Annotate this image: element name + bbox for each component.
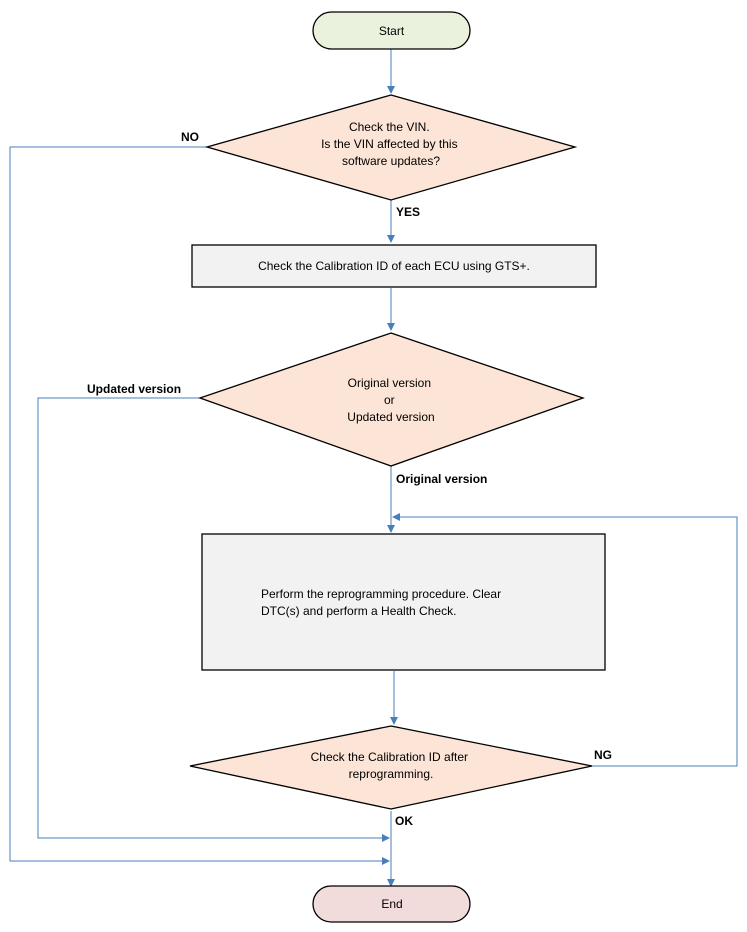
decision-check-after-reprogramming: Check the Calibration ID after reprogram…	[189, 725, 593, 810]
decision-check-after-line-2: reprogramming.	[349, 767, 434, 781]
decision-vin-line-3: software updates?	[342, 154, 440, 168]
decision-version: Original version or Updated version	[198, 332, 585, 467]
process-check-calibration-id: Check the Calibration ID of each ECU usi…	[191, 244, 597, 288]
decision-version-line-1: Original version	[348, 376, 431, 390]
edge-check-ng	[392, 513, 738, 767]
process-reprogramming: Perform the reprogramming procedure. Cle…	[201, 533, 606, 671]
edge-label-no: NO	[181, 130, 199, 144]
decision-vin: Check the VIN. Is the VIN affected by th…	[204, 94, 578, 201]
process-reprogramming-line-2: DTC(s) and perform a Health Check.	[261, 604, 456, 618]
edge-label-yes: YES	[396, 205, 420, 219]
process-reprogramming-text: Perform the reprogramming procedure. Cle…	[261, 587, 504, 618]
process-reprogramming-line-1: Perform the reprogramming procedure. Cle…	[261, 587, 501, 601]
edge-version-updated	[37, 397, 390, 842]
decision-check-after-line-1: Check the Calibration ID after	[311, 750, 468, 764]
decision-version-line-2: or	[384, 393, 395, 407]
end-node: End	[312, 885, 471, 923]
decision-version-line-3: Updated version	[347, 410, 434, 424]
decision-vin-line-1: Check the VIN.	[349, 120, 430, 134]
decision-version-text: Original version or Updated version	[347, 376, 434, 424]
edge-vin-no	[9, 146, 390, 865]
decision-vin-line-2: Is the VIN affected by this	[321, 137, 458, 151]
decision-check-after-text: Check the Calibration ID after reprogram…	[311, 750, 472, 781]
process-check-calibration-id-label: Check the Calibration ID of each ECU usi…	[258, 259, 530, 273]
edge-label-ng: NG	[594, 748, 612, 762]
end-label: End	[381, 897, 402, 911]
edge-label-original-version: Original version	[396, 472, 487, 486]
decision-vin-text: Check the VIN. Is the VIN affected by th…	[321, 120, 461, 168]
start-node: Start	[312, 11, 471, 50]
start-label: Start	[379, 24, 405, 38]
edge-label-updated-version: Updated version	[87, 382, 181, 396]
edge-label-ok: OK	[395, 814, 413, 828]
